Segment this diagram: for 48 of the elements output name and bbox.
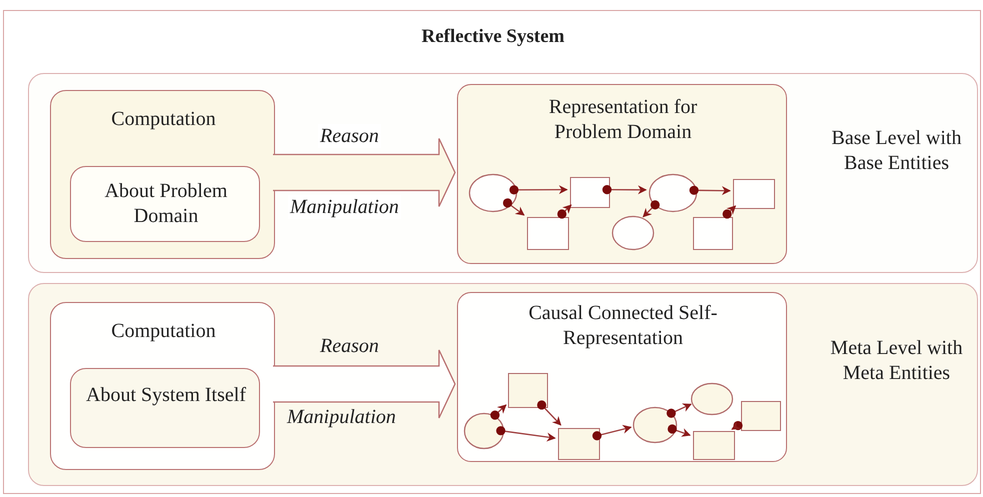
box-heading: Reflective System: [420, 25, 566, 49]
arrow: [496, 426, 556, 442]
arrow: [490, 404, 507, 420]
arrow: [537, 400, 562, 426]
entity-ellipse: [612, 216, 654, 250]
arrow: [666, 403, 692, 418]
entity-rect: [508, 373, 548, 408]
arrow: [731, 420, 743, 430]
computation-box: [50, 302, 275, 470]
arrow: [602, 185, 647, 194]
representation-box: [457, 292, 787, 462]
box-label: Computation: [110, 319, 217, 344]
entity-rect: [527, 217, 569, 250]
arrow: [592, 424, 632, 440]
arrow: [689, 186, 731, 196]
box-label: Base Level with Base Entities: [830, 126, 962, 176]
process-box: [70, 166, 260, 242]
box-label: About System Itself: [85, 383, 247, 408]
entity-rect: [693, 431, 735, 460]
box-label: Meta Level with Meta Entities: [829, 336, 964, 386]
entity-ellipse: [469, 174, 517, 212]
entity-ellipse: [649, 174, 697, 212]
arrow: [509, 185, 568, 194]
entity-ellipse: [464, 413, 504, 449]
representation-box: [457, 84, 787, 264]
box-label: Causal Connected Self-Representation: [528, 301, 718, 351]
box-label: About Problem Domain: [104, 179, 228, 229]
entity-rect: [733, 179, 775, 209]
entity-rect: [558, 428, 600, 460]
entity-ellipse: [633, 407, 677, 443]
arrow: [722, 205, 736, 219]
entity-rect: [693, 217, 733, 250]
box-label: Representation for Problem Domain: [548, 95, 698, 145]
block-arrow: [272, 138, 456, 208]
level-band: [28, 283, 978, 486]
entity-rect: [570, 177, 610, 208]
level-band: [28, 73, 978, 273]
computation-box: [50, 90, 275, 259]
arrow: [668, 424, 691, 437]
entity-rect: [741, 401, 781, 431]
arrow: [502, 198, 525, 216]
arrow: [642, 200, 660, 218]
box-label: Computation: [110, 107, 217, 132]
block-arrow: [272, 349, 456, 419]
arrow: [557, 204, 572, 219]
process-box: [70, 368, 260, 448]
outer-frame: [3, 10, 981, 494]
entity-ellipse: [691, 383, 733, 415]
